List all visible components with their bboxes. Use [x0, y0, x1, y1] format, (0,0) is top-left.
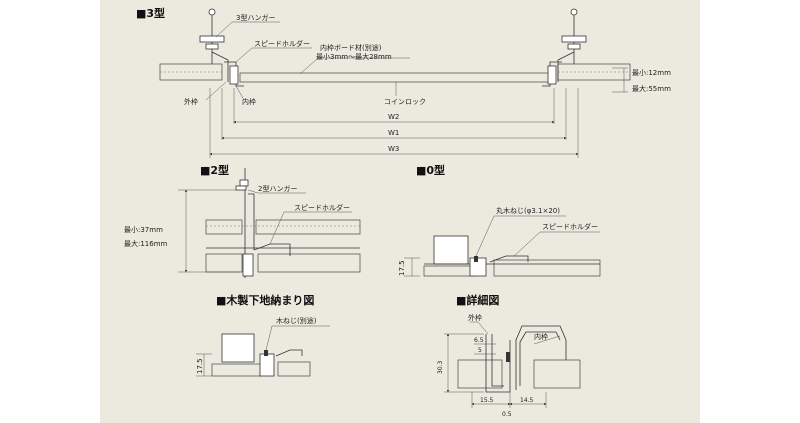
type0-speed-holder-label: スピードホルダー	[542, 222, 598, 231]
type3-hanger-right	[542, 8, 587, 87]
type3-board-range-label: 最小3mm〜最大28mm	[316, 52, 392, 61]
detail-outer-frame	[485, 334, 511, 393]
type2-title: ■2型	[200, 163, 229, 177]
type2-section: ■2型 2型ハンガー スピードホルダー 最小:37mm 最大:116mm	[124, 163, 361, 278]
type3-outer-frame-label: 外枠	[184, 97, 198, 106]
type3-w1-label: W1	[388, 129, 399, 137]
detail-section: ■詳細図 外枠 内枠 6.5 5 30.3 15.5 14.5	[437, 293, 581, 418]
type3-inner-board	[239, 72, 551, 83]
type3-speed-holder-label: スピードホルダー	[254, 39, 310, 48]
detail-inner-frame-label: 内枠	[534, 332, 548, 341]
type0-section: ■0型 丸木ねじ(φ3.1×20) スピードホルダー 17.5	[398, 163, 601, 277]
type3-w2-label: W2	[388, 113, 399, 121]
type0-screw-label: 丸木ねじ(φ3.1×20)	[496, 206, 560, 215]
type3-hanger-left	[199, 8, 244, 87]
background-panel	[100, 0, 700, 423]
type0-wood-block	[433, 235, 469, 265]
type2-max-label: 最大:116mm	[124, 239, 168, 248]
type3-title: ■3型	[136, 6, 165, 20]
type2-speed-holder-label: スピードホルダー	[294, 203, 350, 212]
type3-inner-frame-label: 内枠	[242, 97, 256, 106]
type3-min-label: 最小:12mm	[632, 68, 671, 77]
type3-section: ■3型	[136, 6, 671, 158]
type3-max-label: 最大:55mm	[632, 84, 671, 93]
detail-dim-15-5: 15.5	[480, 397, 494, 404]
type0-dim-label: 17.5	[398, 260, 406, 276]
detail-dim-0-5: 0.5	[502, 411, 512, 418]
type3-w3-label: W3	[388, 145, 399, 153]
type2-min-label: 最小:37mm	[124, 225, 163, 234]
detail-title: ■詳細図	[456, 293, 499, 307]
wood-block	[221, 333, 255, 363]
detail-dim-30-3: 30.3	[437, 360, 444, 374]
wood-base-section: ■木製下地納まり図 木ねじ(別途) 17.5	[196, 293, 330, 377]
wood-screw-label: 木ねじ(別途)	[276, 316, 317, 325]
detail-dim-14-5: 14.5	[520, 397, 534, 404]
type2-hanger-label: 2型ハンガー	[258, 184, 297, 193]
detail-outer-frame-label: 外枠	[468, 313, 482, 322]
type2-hanger	[235, 168, 255, 278]
type3-inner-board-label: 内枠ボード材(別途)	[320, 43, 382, 52]
detail-inner-frame	[515, 325, 567, 390]
type3-coin-lock-label: コインロック	[384, 98, 426, 106]
type0-title: ■0型	[416, 163, 445, 177]
detail-dim-6-5: 6.5	[474, 337, 484, 344]
wood-dim-label: 17.5	[196, 358, 204, 374]
type3-hanger-label: 3型ハンガー	[236, 13, 275, 22]
wood-base-title: ■木製下地納まり図	[216, 293, 314, 307]
detail-dim-5: 5	[478, 347, 482, 354]
